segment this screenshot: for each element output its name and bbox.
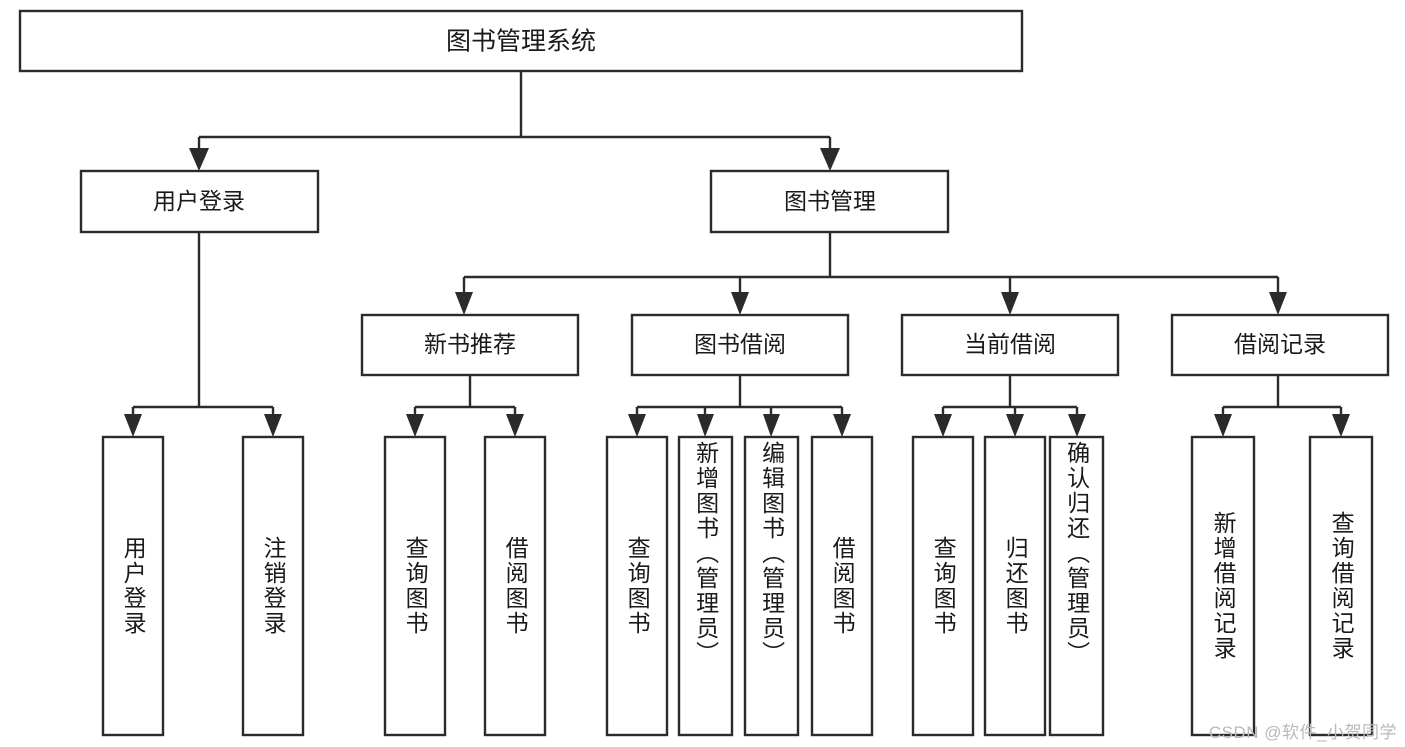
node-current-borrow-label: 当前借阅 — [964, 331, 1056, 357]
connector-group-root — [189, 71, 840, 171]
node-root[interactable]: 图书管理系统 — [18, 9, 1024, 73]
arrowhead-record-leaf1 — [1214, 414, 1232, 437]
connector-group-borrow-record — [1214, 375, 1350, 437]
node-new-book-rec-box[interactable] — [360, 313, 580, 377]
arrowhead-borrow-leaf4 — [833, 414, 851, 437]
node-book-borrow-box[interactable] — [630, 313, 850, 377]
arrowhead-newbook-leaf1 — [406, 414, 424, 437]
arrowhead-root-to-book — [820, 148, 840, 171]
leaf-box-add-book[interactable] — [677, 435, 734, 737]
node-borrow-record-box[interactable] — [1170, 313, 1390, 377]
node-user-login[interactable]: 用户登录 — [79, 169, 320, 234]
node-current-borrow-box[interactable] — [900, 313, 1120, 377]
leaf-box-query-book-3[interactable] — [911, 435, 975, 737]
arrowhead-current-leaf2 — [1006, 414, 1024, 437]
connector-group-book-mgmt — [455, 232, 1287, 315]
connector-group-user-login — [124, 232, 282, 437]
arrowhead-root-to-user — [189, 148, 209, 171]
arrowhead-user-leaf2 — [264, 414, 282, 437]
leaf-box-group — [101, 435, 1374, 737]
arrowhead-user-leaf1 — [124, 414, 142, 437]
node-borrow-record[interactable]: 借阅记录 — [1170, 313, 1390, 377]
connector-group-book-borrow — [628, 375, 851, 437]
node-book-borrow-label: 图书借阅 — [694, 331, 786, 357]
node-book-mgmt[interactable]: 图书管理 — [709, 169, 950, 234]
leaf-box-add-record[interactable] — [1190, 435, 1256, 737]
arrowhead-current-leaf3 — [1068, 414, 1086, 437]
arrowhead-book-borrow — [731, 292, 749, 315]
node-book-borrow[interactable]: 图书借阅 — [630, 313, 850, 377]
node-new-book-rec[interactable]: 新书推荐 — [360, 313, 580, 377]
leaf-box-query-record[interactable] — [1308, 435, 1374, 737]
csdn-watermark: CSDN @软件_小贺同学 — [1208, 723, 1397, 742]
leaf-box-confirm-return[interactable] — [1048, 435, 1105, 737]
leaf-box-borrow-book-1[interactable] — [483, 435, 547, 737]
leaf-box-query-book-2[interactable] — [605, 435, 669, 737]
arrowhead-record-leaf2 — [1332, 414, 1350, 437]
arrowhead-book-current — [1001, 292, 1019, 315]
leaf-box-borrow-book-2[interactable] — [810, 435, 874, 737]
arrowhead-borrow-leaf3 — [763, 414, 780, 437]
node-user-login-box[interactable] — [79, 169, 320, 234]
node-root-box[interactable] — [18, 9, 1024, 73]
node-book-mgmt-label: 图书管理 — [784, 188, 876, 214]
node-book-mgmt-box[interactable] — [709, 169, 950, 234]
arrowhead-book-new — [455, 292, 473, 315]
arrowhead-borrow-leaf2 — [697, 414, 714, 437]
arrowhead-borrow-leaf1 — [628, 414, 646, 437]
node-root-label: 图书管理系统 — [446, 28, 596, 56]
connector-group-new-book — [406, 375, 524, 437]
leaf-box-logout[interactable] — [241, 435, 305, 737]
arrowhead-newbook-leaf2 — [506, 414, 524, 437]
node-current-borrow[interactable]: 当前借阅 — [900, 313, 1120, 377]
arrowhead-current-leaf1 — [934, 414, 952, 437]
node-borrow-record-label: 借阅记录 — [1234, 331, 1326, 357]
leaf-box-user-login[interactable] — [101, 435, 165, 737]
leaf-box-return-book[interactable] — [983, 435, 1047, 737]
arrowhead-book-record — [1269, 292, 1287, 315]
leaf-box-edit-book[interactable] — [743, 435, 800, 737]
leaf-box-query-book-1[interactable] — [383, 435, 447, 737]
node-user-login-label: 用户登录 — [153, 188, 245, 214]
node-new-book-rec-label: 新书推荐 — [424, 331, 516, 357]
connector-group-current-borrow — [934, 375, 1086, 437]
